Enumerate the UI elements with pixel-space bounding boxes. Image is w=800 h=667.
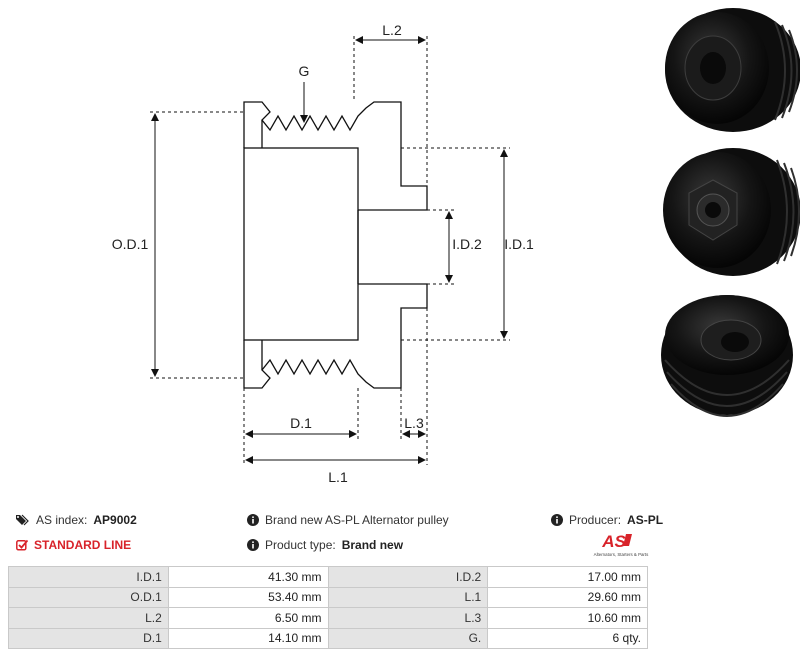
as-pl-logo: AS Alternators, Starters & Parts [594,532,649,557]
spec-key: I.D.1 [8,566,169,588]
label-l1: L.1 [328,469,348,485]
label-l3: L.3 [404,415,424,431]
description-text: Brand new AS-PL Alternator pulley [265,513,449,527]
table-row: I.D.1 41.30 mm I.D.2 17.00 mm [8,566,648,588]
logo-tagline: Alternators, Starters & Parts [594,552,649,557]
producer-label: Producer: [569,513,622,527]
spec-value: 6.50 mm [167,607,329,629]
standard-line-badge: STANDARD LINE [16,538,131,552]
table-row: L.2 6.50 mm L.3 10.60 mm [8,607,648,629]
info-icon [247,539,259,551]
pulley-photo-1 [665,8,800,132]
spec-value: 10.60 mm [487,607,648,629]
pulley-technical-drawing: G L.2 O.D.1 I.D.1 I.D.2 D.1 L.3 L.1 [112,22,534,485]
as-index-info: AS index: AP9002 [16,513,137,527]
extension-lines [150,36,510,465]
logo-mark: AS [601,532,626,551]
spec-key: G. [327,627,489,649]
pulley-photo-2 [663,148,800,276]
spec-key: O.D.1 [8,586,169,608]
spec-value: 41.30 mm [167,566,329,588]
label-od1: O.D.1 [112,236,149,252]
spec-value: 53.40 mm [167,586,329,608]
label-d1: D.1 [290,415,312,431]
standard-line-text: STANDARD LINE [34,538,132,552]
spec-value: 6 qty. [487,627,648,649]
pulley-outline [243,101,428,389]
spec-value: 29.60 mm [487,586,648,608]
label-id1: I.D.1 [504,236,534,252]
info-icon [247,514,259,526]
description-info: Brand new AS-PL Alternator pulley [247,513,449,527]
product-type-info: Product type: Brand new [247,538,403,552]
product-type-label: Product type: [265,538,336,552]
as-index-label: AS index: [36,513,88,527]
spec-key: I.D.2 [327,566,489,588]
dimension-lines [151,36,508,464]
label-l2: L.2 [382,22,402,38]
specifications-table: I.D.1 41.30 mm I.D.2 17.00 mm O.D.1 53.4… [8,566,648,649]
table-row: D.1 14.10 mm G. 6 qty. [8,627,648,649]
checkbox-checked-icon [16,539,28,551]
producer-value: AS-PL [627,513,664,527]
spec-value: 17.00 mm [487,566,648,588]
pulley-photo-3 [661,295,793,417]
label-id2: I.D.2 [452,236,482,252]
label-g: G [299,63,310,79]
spec-key: L.2 [8,607,169,629]
as-index-value: AP9002 [93,513,137,527]
spec-key: L.1 [327,586,489,608]
info-icon [551,514,563,526]
product-type-value: Brand new [341,538,404,552]
spec-key: D.1 [8,627,169,649]
spec-value: 14.10 mm [167,627,329,649]
table-row: O.D.1 53.40 mm L.1 29.60 mm [8,586,648,608]
product-photos [661,8,800,417]
spec-key: L.3 [327,607,489,629]
producer-info: Producer: AS-PL [551,513,663,527]
tags-icon [16,514,29,526]
